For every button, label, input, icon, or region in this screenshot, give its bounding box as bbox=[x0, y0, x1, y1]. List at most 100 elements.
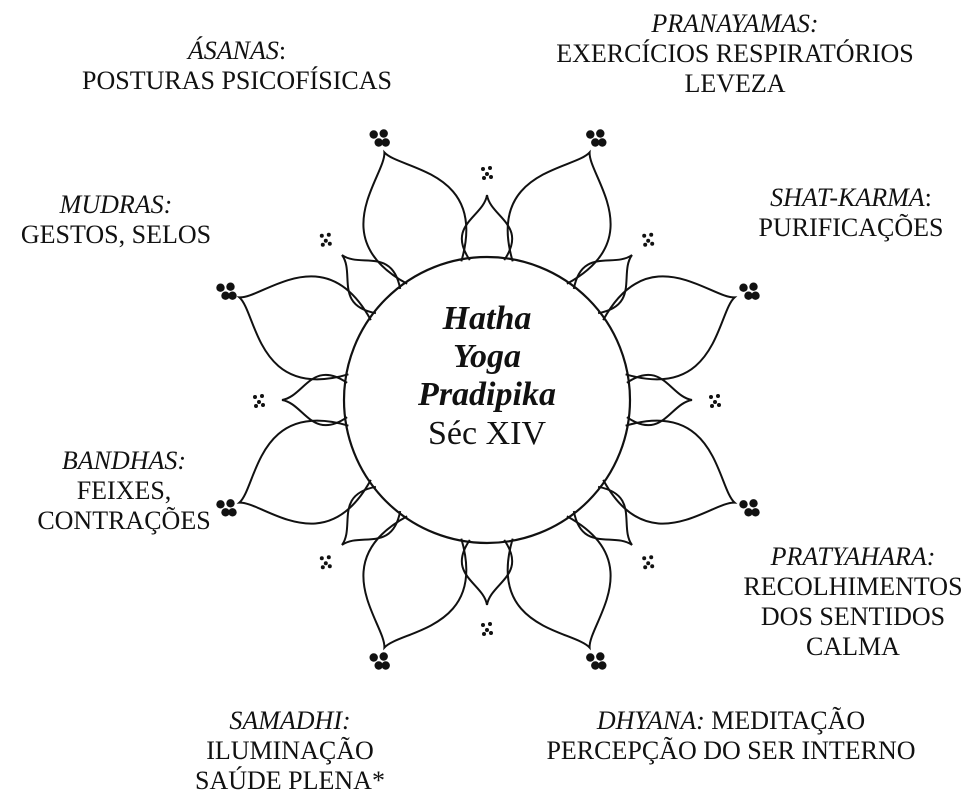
dot bbox=[221, 291, 230, 300]
dot bbox=[379, 129, 388, 138]
dot bbox=[326, 232, 331, 237]
label-pratyahara-name: PRATYAHARA: bbox=[770, 542, 936, 571]
label-asanas-name: ÁSANAS bbox=[187, 36, 279, 65]
lotus-dots bbox=[216, 129, 760, 670]
label-mudras-desc: GESTOS, SELOS bbox=[20, 220, 212, 249]
inner-petal-dots bbox=[481, 622, 493, 636]
dot bbox=[713, 400, 717, 404]
label-pratyahara-desc3: CALMA bbox=[806, 632, 900, 661]
dot bbox=[326, 555, 331, 560]
dot bbox=[253, 395, 257, 399]
dot bbox=[646, 561, 651, 566]
outer-petal bbox=[362, 515, 468, 651]
dot bbox=[489, 175, 493, 179]
dot bbox=[716, 394, 720, 398]
dot bbox=[596, 652, 605, 661]
dot bbox=[643, 565, 648, 570]
dot bbox=[596, 129, 605, 138]
dot bbox=[374, 138, 383, 147]
dot bbox=[642, 233, 647, 238]
petal-tip-dots bbox=[586, 129, 607, 147]
dot bbox=[739, 283, 748, 292]
inner-petal-dots bbox=[319, 232, 332, 247]
dot bbox=[642, 556, 647, 561]
dot bbox=[489, 631, 493, 635]
center-title: Hatha Yoga Pradipika Séc XIV bbox=[392, 300, 582, 454]
dot bbox=[260, 394, 264, 398]
inner-petal-dots bbox=[709, 394, 721, 408]
inner-petal bbox=[460, 539, 514, 606]
inner-petal bbox=[341, 254, 402, 315]
label-shat-karma-name: SHAT-KARMA bbox=[770, 183, 925, 212]
dot bbox=[646, 238, 651, 243]
label-bandhas: BANDHAS: FEIXES, CONTRAÇÕES bbox=[15, 446, 233, 536]
dot bbox=[221, 508, 230, 517]
dot bbox=[481, 623, 485, 627]
dot bbox=[369, 130, 378, 139]
dot bbox=[488, 166, 492, 170]
dot bbox=[320, 242, 325, 247]
dot bbox=[749, 499, 758, 508]
dot bbox=[482, 632, 486, 636]
dot bbox=[226, 282, 235, 291]
dot bbox=[744, 291, 753, 300]
petal-tip-dots bbox=[586, 652, 607, 670]
label-samadhi-desc2: SAÚDE PLENA* bbox=[195, 766, 385, 795]
dot bbox=[643, 242, 648, 247]
dot bbox=[261, 403, 265, 407]
petal-tip-dots bbox=[369, 129, 390, 147]
label-bandhas-name: BANDHAS: bbox=[61, 446, 187, 475]
label-asanas-desc: POSTURAS PSICOFÍSICAS bbox=[82, 66, 392, 95]
dot bbox=[744, 508, 753, 517]
inner-petal bbox=[460, 194, 514, 261]
dot bbox=[323, 561, 328, 566]
dot bbox=[228, 508, 237, 517]
label-asanas: ÁSANAS: POSTURAS PSICOFÍSICAS bbox=[62, 36, 412, 96]
label-shat-karma: SHAT-KARMA: PURIFICAÇÕES bbox=[742, 183, 960, 243]
inner-petal-dots bbox=[642, 555, 655, 570]
petal-tip-dots bbox=[216, 499, 237, 517]
petal-tip-dots bbox=[216, 282, 237, 300]
dot bbox=[482, 176, 486, 180]
label-pratyahara-desc2: DOS SENTIDOS bbox=[760, 602, 946, 631]
dot bbox=[381, 661, 390, 670]
outer-petal bbox=[236, 419, 372, 525]
label-mudras: MUDRAS: GESTOS, SELOS bbox=[0, 190, 232, 250]
dot bbox=[216, 500, 225, 509]
dot bbox=[709, 395, 713, 399]
outer-petal bbox=[602, 275, 738, 381]
center-title-hatha: Hatha bbox=[442, 300, 532, 337]
dot bbox=[320, 565, 325, 570]
dot bbox=[586, 130, 595, 139]
dot bbox=[327, 241, 332, 246]
outer-petal bbox=[506, 149, 612, 285]
label-dhyana-desc1: MEDITAÇÃO bbox=[704, 706, 866, 735]
dot bbox=[598, 661, 607, 670]
label-shat-karma-desc: PURIFICAÇÕES bbox=[758, 213, 944, 242]
label-samadhi: SAMADHI: ILUMINAÇÃO SAÚDE PLENA* bbox=[168, 706, 412, 796]
dot bbox=[485, 628, 489, 632]
petal-tip-dots bbox=[369, 652, 390, 670]
dot bbox=[323, 238, 328, 243]
dot bbox=[327, 564, 332, 569]
dot bbox=[650, 564, 655, 569]
outer-petal bbox=[602, 419, 738, 525]
dot bbox=[254, 404, 258, 408]
dot bbox=[379, 652, 388, 661]
inner-petal bbox=[281, 373, 348, 427]
dot bbox=[591, 661, 600, 670]
center-title-yoga: Yoga bbox=[453, 338, 521, 375]
label-dhyana: DHYANA: MEDITAÇÃO PERCEPÇÃO DO SER INTER… bbox=[506, 706, 956, 766]
inner-petal bbox=[572, 254, 633, 315]
dot bbox=[374, 661, 383, 670]
dot bbox=[650, 241, 655, 246]
label-pratyahara-desc1: RECOLHIMENTOS bbox=[743, 572, 963, 601]
dot bbox=[717, 403, 721, 407]
inner-petal-dots bbox=[642, 232, 655, 247]
dot bbox=[751, 508, 760, 517]
center-title-pradipika: Pradipika bbox=[418, 376, 556, 413]
dot bbox=[586, 653, 595, 662]
inner-petal-dots bbox=[481, 166, 493, 180]
label-pratyahara: PRATYAHARA: RECOLHIMENTOS DOS SENTIDOS C… bbox=[743, 542, 963, 662]
